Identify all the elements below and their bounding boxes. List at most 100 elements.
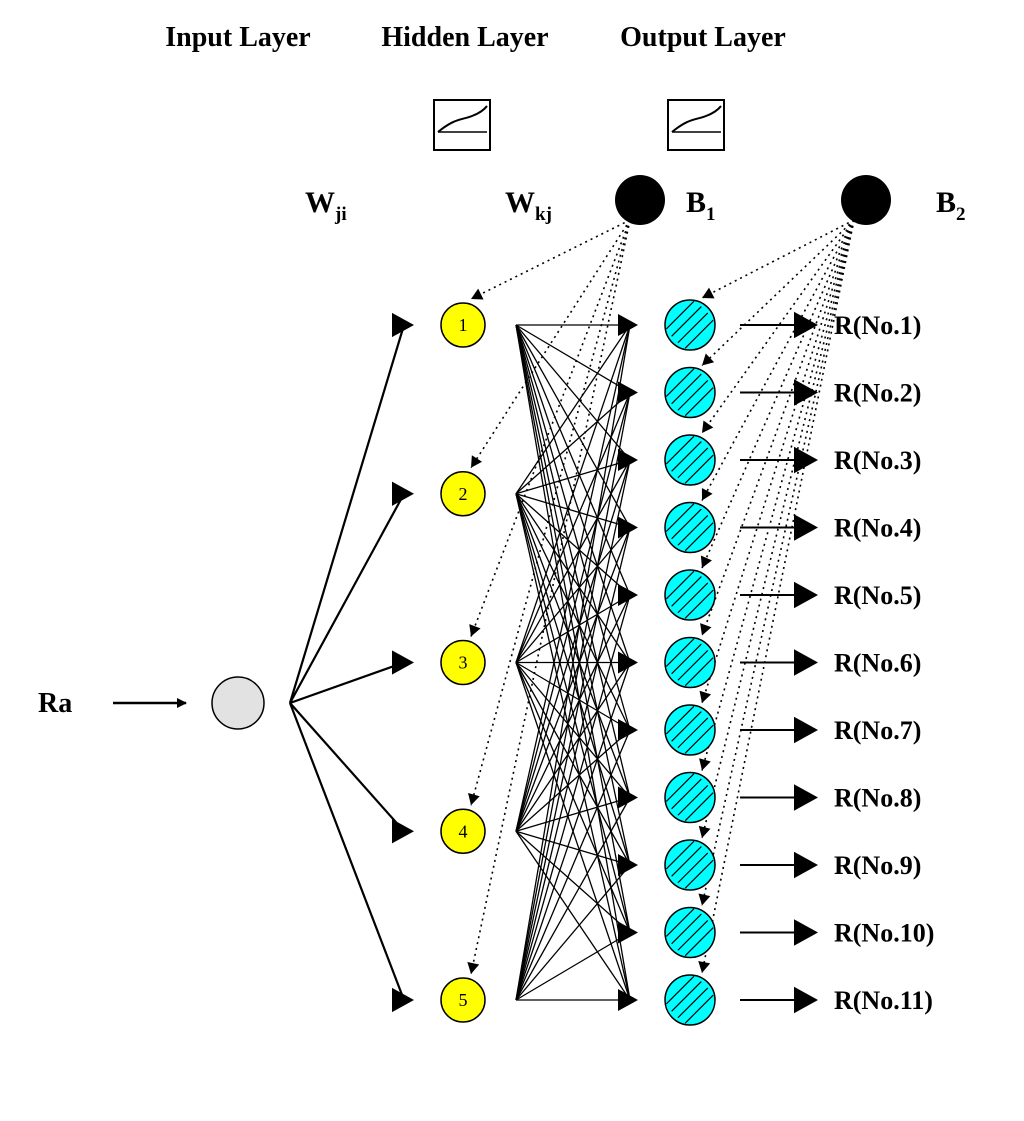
hidden-output-link <box>515 830 631 866</box>
input-hidden-arrowhead <box>392 481 414 506</box>
output-node <box>664 501 716 554</box>
output-node-hatch <box>665 705 695 735</box>
input-node <box>211 676 265 730</box>
bias-link-arrowhead <box>701 487 713 501</box>
output-node-hatch <box>677 784 709 816</box>
hidden-output-link <box>515 527 631 832</box>
output-label: R(No.3) <box>834 446 921 475</box>
output-node-hatch <box>684 724 714 754</box>
hidden-output-link <box>515 324 631 1001</box>
bias-link-arrowhead <box>468 793 480 806</box>
hidden-output-link <box>515 729 631 1001</box>
hidden-node-circle <box>440 977 486 1023</box>
hidden-output-link <box>515 830 631 1001</box>
hidden-output-link <box>515 796 631 832</box>
bias-link-output <box>701 219 855 839</box>
output-node-circle <box>664 974 716 1026</box>
output-layer-title: Output Layer <box>620 22 786 53</box>
hidden-output-arrowhead <box>618 921 638 944</box>
hidden-node-number: 5 <box>459 990 468 1010</box>
output-node-hatch <box>677 852 709 884</box>
bias-label-b2: B2 <box>936 186 966 225</box>
output-label: R(No.4) <box>834 514 921 543</box>
output-node-hatch <box>677 312 709 344</box>
bias-link-arrowhead <box>702 420 714 433</box>
bias-link-arrowhead <box>471 455 483 468</box>
hidden-node: 2 <box>440 471 486 517</box>
output-node-hatch <box>684 927 714 957</box>
output-label: R(No.2) <box>834 379 921 408</box>
hidden-output-link <box>515 594 631 1001</box>
bias-link-output <box>701 219 855 299</box>
hidden-output-link <box>515 392 631 1001</box>
bias-link-arrowhead <box>698 961 711 973</box>
hidden-activation-sigmoid-icon <box>433 99 491 151</box>
hidden-node: 3 <box>440 639 486 686</box>
bias-link-output <box>701 219 855 434</box>
output-node-hatch <box>677 649 709 681</box>
hidden-output-link <box>515 729 631 832</box>
output-arrowhead <box>794 986 818 1014</box>
bias-link-arrowhead <box>471 288 484 300</box>
output-node-circle <box>664 569 716 621</box>
input-hidden-arrowhead <box>392 819 414 844</box>
output-arrowhead <box>794 514 818 541</box>
output-node-hatch <box>665 773 695 802</box>
hidden-node-number: 4 <box>459 821 468 841</box>
output-node-hatch <box>665 435 695 465</box>
hidden-node: 1 <box>440 302 486 348</box>
bias-link-hidden <box>470 219 631 975</box>
hidden-layer-nodes: 1 2 3 4 5 <box>440 302 486 1023</box>
output-node <box>664 704 716 756</box>
output-node-hatch <box>665 503 695 532</box>
hidden-node: 5 <box>440 977 486 1023</box>
output-label: R(No.9) <box>834 851 921 880</box>
bias-link-arrowhead <box>698 825 711 838</box>
hidden-output-arrowhead <box>618 381 638 404</box>
hidden-output-link <box>515 392 631 663</box>
output-node <box>664 906 716 959</box>
output-layer-nodes <box>664 299 716 1026</box>
output-node-hatch <box>665 840 695 870</box>
hidden-output-link <box>515 662 631 1001</box>
output-node-circle <box>664 906 716 959</box>
output-node-hatch <box>671 306 702 337</box>
output-label: R(No.7) <box>834 716 921 745</box>
output-node-circle <box>664 501 716 554</box>
output-node <box>664 366 716 419</box>
output-node <box>664 771 716 824</box>
hidden-output-connections <box>515 314 638 1011</box>
output-node-hatch <box>671 441 702 472</box>
output-arrowhead <box>794 379 818 406</box>
output-node-hatch <box>671 576 702 607</box>
output-node-hatch <box>671 778 702 810</box>
output-node-hatch <box>677 447 709 479</box>
output-node-hatch <box>671 643 702 675</box>
hidden-output-link <box>515 493 631 529</box>
bias-link-output <box>701 219 855 906</box>
hidden-output-arrowhead <box>618 449 638 471</box>
output-node <box>664 434 716 486</box>
output-node-circle <box>664 771 716 824</box>
output-node-circle <box>664 434 716 486</box>
input-hidden-arrowhead <box>392 312 414 338</box>
bias-link-arrowhead <box>702 287 715 299</box>
hidden-output-link <box>515 324 631 495</box>
output-node-hatch <box>671 508 702 540</box>
hidden-output-arrowhead <box>618 854 638 876</box>
output-node <box>664 569 716 621</box>
hidden-node-number: 1 <box>459 315 468 335</box>
output-label: R(No.10) <box>834 919 934 948</box>
weight-label-wkj: Wkj <box>505 186 552 225</box>
output-node-circle <box>664 299 716 351</box>
hidden-output-link <box>515 392 631 832</box>
output-node-hatch <box>671 981 702 1012</box>
output-node-hatch <box>684 657 714 687</box>
input-hidden-link <box>289 661 405 705</box>
bias-node-b1 <box>615 175 665 225</box>
hidden-output-link <box>515 324 631 394</box>
bias-link-arrowhead <box>469 624 481 637</box>
input-hidden-link <box>289 702 405 832</box>
hidden-output-link <box>515 324 631 461</box>
